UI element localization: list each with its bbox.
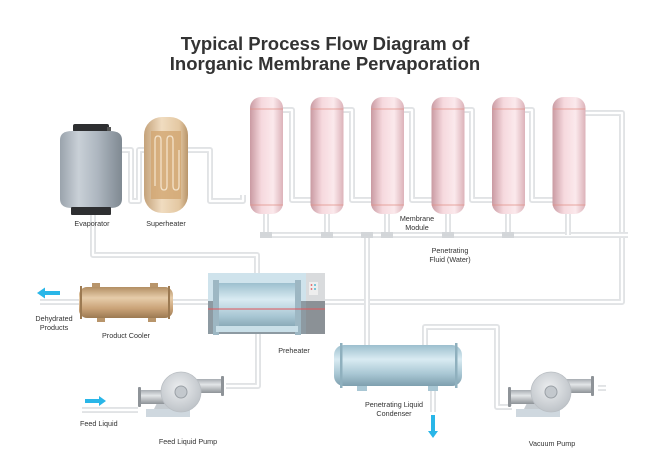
product-cooler-label: Product Cooler (102, 331, 150, 340)
pipe (122, 147, 144, 204)
pump-base (516, 409, 560, 417)
title-line-2: Inorganic Membrane Pervaporation (169, 53, 481, 74)
membrane-module-vessel[interactable] (431, 97, 465, 214)
arrow-left-icon (37, 287, 60, 299)
membrane-module-vessel[interactable] (552, 97, 586, 214)
product-cooler[interactable] (79, 283, 173, 322)
membrane-modules (250, 97, 586, 214)
evaporator[interactable] (60, 124, 122, 215)
diagram-title: Typical Process Flow Diagram of Inorgani… (0, 34, 650, 74)
penetrating-fluid-label: Penetrating Fluid (Water) (429, 246, 471, 264)
dehydrated-products-label: Dehydrated Products (35, 314, 73, 332)
membrane-module-label: Membrane Module (399, 214, 435, 232)
evaporator-label: Evaporator (74, 219, 110, 228)
feed-liquid-pump-label: Feed Liquid Pump (158, 437, 218, 446)
condenser-label: Penetrating Liquid Condenser (365, 400, 423, 418)
pipe-core (423, 325, 512, 409)
pipe-core (325, 111, 624, 304)
pipe (226, 334, 261, 389)
arrow-right-icon (85, 396, 106, 406)
membrane-module-vessel[interactable] (492, 97, 525, 214)
membrane-module-vessel[interactable] (371, 97, 404, 214)
pipe-tee-fitting (381, 232, 393, 238)
membrane-module-vessel[interactable] (310, 97, 344, 214)
pipe-core (226, 334, 260, 388)
superheater-label: Superheater (146, 219, 186, 228)
pipe-core (91, 215, 259, 273)
superheater[interactable] (144, 117, 188, 213)
pipe-core (122, 148, 144, 203)
arrow-down-icon (428, 415, 438, 438)
pipe-tee-fitting (442, 232, 454, 238)
pipe-tee-fitting (361, 232, 373, 238)
vacuum-pump-label: Vacuum Pump (528, 439, 576, 448)
feed-liquid-label: Feed Liquid (80, 419, 118, 428)
pump-base (146, 409, 190, 417)
preheater-label: Preheater (278, 346, 310, 355)
pipe (188, 147, 246, 204)
vacuum-pump[interactable] (508, 371, 594, 417)
title-line-1: Typical Process Flow Diagram of (180, 33, 470, 54)
feed-liquid-pump[interactable] (138, 371, 224, 417)
penetrating-liquid-condenser[interactable] (334, 343, 462, 391)
membrane-module-vessel[interactable] (250, 97, 283, 214)
pipe-tee-fitting (502, 232, 514, 238)
pipe-tee-fitting (260, 232, 272, 238)
pipe-tee-fitting (321, 232, 333, 238)
pipe-core (188, 148, 245, 203)
preheater[interactable] (208, 273, 325, 335)
